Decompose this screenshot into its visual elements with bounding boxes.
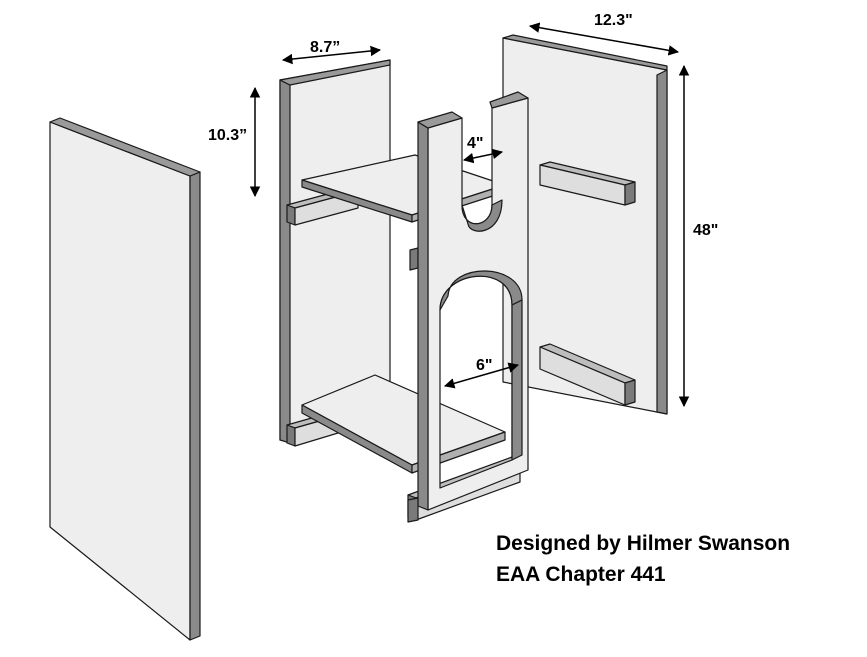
- center-front-panel: [407, 91, 529, 523]
- height-label: 48": [693, 222, 718, 239]
- depth-label: 8.7”: [310, 39, 340, 56]
- right-lower-cleat: [539, 343, 636, 406]
- shelf-spacing-label: 10.3”: [208, 127, 247, 144]
- arch-width-dimension-line: [443, 362, 520, 389]
- left-outer-panel: [49, 117, 201, 641]
- chapter-credit: EAA Chapter 441: [496, 563, 666, 586]
- arch-width-label: 6": [476, 357, 492, 374]
- width-label: 12.3": [594, 12, 633, 29]
- width-dimension-line: [528, 22, 680, 56]
- designer-credit: Designed by Hilmer Swanson: [496, 532, 791, 555]
- right-upper-cleat: [539, 161, 636, 206]
- slot-width-dimension-line: [462, 148, 504, 164]
- center-block: [409, 247, 419, 271]
- depth-dimension-line: [281, 45, 382, 65]
- slot-width-label: 4": [467, 135, 483, 152]
